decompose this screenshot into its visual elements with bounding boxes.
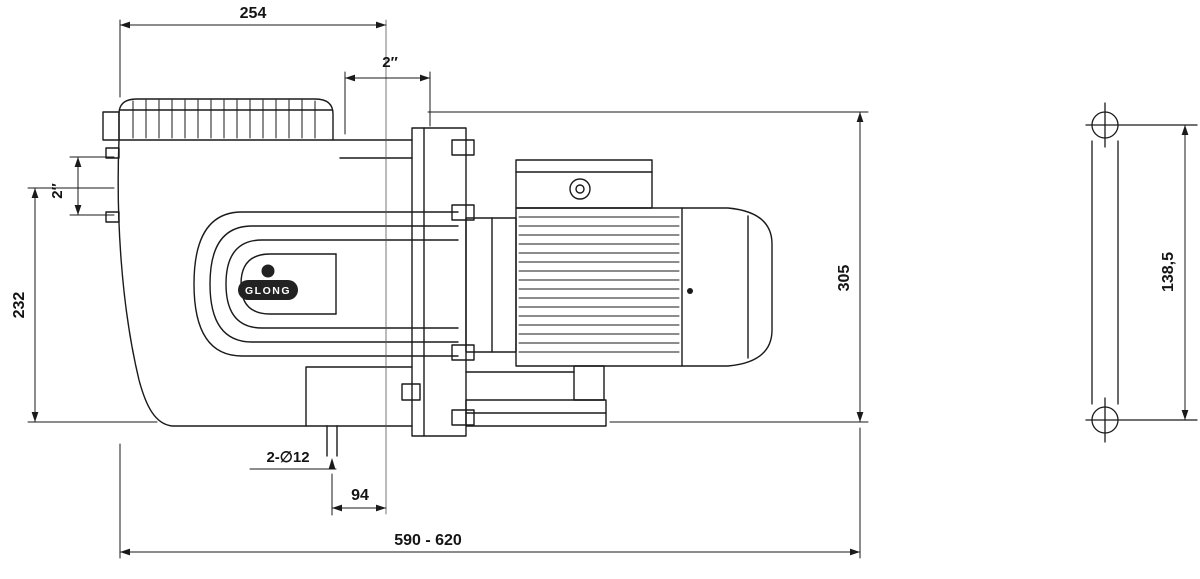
dimension-annotations [27, 19, 1189, 559]
dim-overall-length [119, 427, 861, 559]
pedestal [305, 366, 413, 427]
seal-housing [465, 217, 517, 353]
arrow-icon [74, 205, 82, 215]
dim-text-inlet-height: 232 [11, 292, 28, 319]
arrow-icon [120, 548, 130, 556]
arrow-icon [31, 412, 39, 422]
arrow-icon [376, 504, 386, 512]
flange-bolt [451, 409, 475, 426]
brand-logo: GLONG [238, 264, 298, 300]
lid-outline [118, 98, 334, 141]
arrow-icon [120, 21, 130, 29]
arrow-icon [328, 458, 336, 469]
vent-dot [687, 288, 693, 294]
housing-outline [117, 139, 413, 427]
logo-badge [238, 280, 298, 300]
dim-text-overall-height: 305 [836, 265, 853, 292]
strainer-lid-ribs [132, 99, 316, 139]
pump-side-view: GLONG [102, 98, 773, 457]
dim-text-top-width: 254 [240, 5, 267, 22]
inlet-flange-tab [105, 147, 120, 159]
dim-top-width [119, 19, 387, 98]
motor-base [465, 365, 607, 427]
drain-plug [401, 383, 421, 401]
arrow-icon [1181, 125, 1189, 135]
brand-name: GLONG [245, 285, 291, 297]
arrow-icon [420, 74, 430, 82]
dim-text-hole-offset: 94 [351, 487, 369, 504]
cable-gland [569, 178, 591, 200]
mounting-hole-pattern [1085, 102, 1198, 443]
dim-text-overall-length: 590 - 620 [394, 532, 462, 549]
arrow-icon [332, 504, 342, 512]
dim-mounting-hole-spacing [1181, 124, 1189, 421]
pump-housing [105, 139, 421, 457]
dim-overall-height [427, 111, 869, 423]
dim-inlet-height [27, 187, 158, 423]
motor-body [515, 207, 683, 367]
volute-coils [193, 211, 459, 357]
logo-flower-icon [261, 264, 275, 278]
dim-text-hole-callout: 2-∅12 [266, 449, 309, 466]
motor-cooling-fins [518, 216, 680, 353]
flange-bolt [451, 139, 475, 156]
dim-hole-callout [249, 458, 337, 470]
mounting-flange [411, 127, 475, 437]
motor-foot [573, 365, 605, 401]
terminal-box [515, 159, 653, 209]
dim-text-mounting-hole-spacing: 138,5 [1160, 252, 1177, 292]
arrow-icon [850, 548, 860, 556]
arrow-icon [856, 112, 864, 122]
arrow-icon [1181, 410, 1189, 420]
dim-text-outlet-port: 2″ [382, 54, 398, 71]
inlet-flange-tab [105, 211, 120, 223]
strainer-lid [102, 98, 334, 141]
dim-outlet-port [344, 71, 431, 135]
arrow-icon [74, 157, 82, 167]
lid-clamp [102, 111, 120, 141]
arrow-icon [376, 21, 386, 29]
fan-cover [681, 207, 773, 367]
arrow-icon [345, 74, 355, 82]
arrow-icon [856, 412, 864, 422]
dim-inlet-port [69, 156, 115, 216]
dim-hole-offset [331, 473, 387, 516]
dim-text-inlet-port: 2″ [49, 183, 66, 199]
flange-bolt [451, 204, 475, 221]
arrow-icon [31, 188, 39, 198]
